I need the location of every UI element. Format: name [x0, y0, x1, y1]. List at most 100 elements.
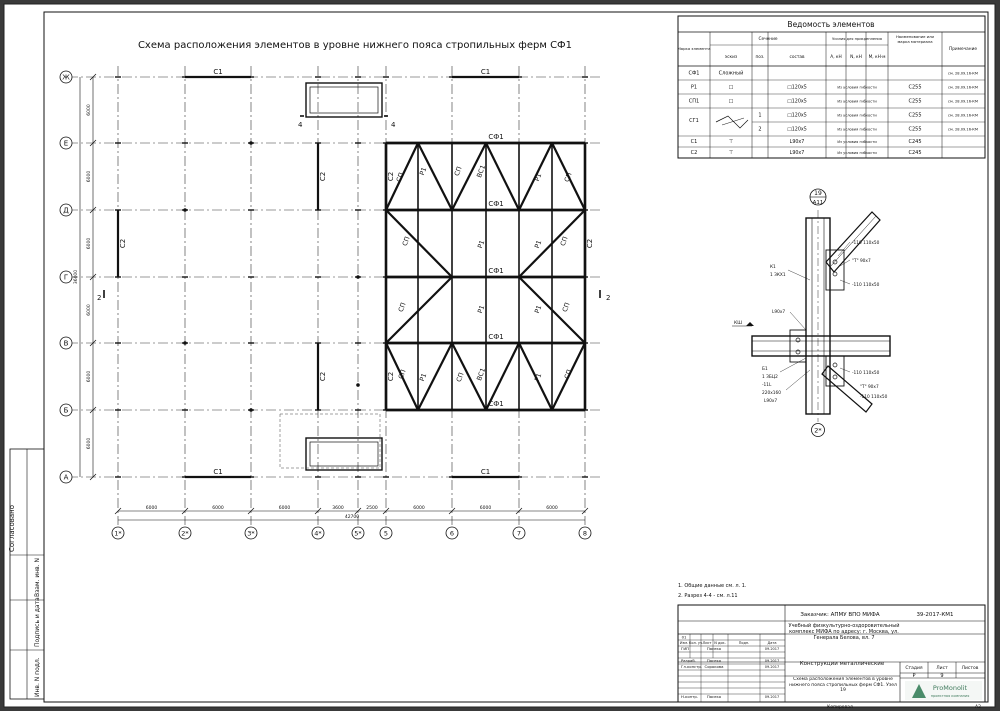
tb-sheet-title: Схема расположения элементов в уровне ни…: [789, 677, 897, 693]
node-annotation: 1 ЗКХ1: [770, 272, 786, 278]
callout-sheet: А11: [813, 200, 824, 206]
truss-sf1-label: СФ1: [488, 133, 503, 141]
td-forces: Из условия гибкости: [837, 114, 877, 118]
tb-sheets-label: Листов: [962, 665, 979, 671]
dim-tick: [89, 206, 97, 214]
node-level-mark: [746, 322, 754, 326]
td-comp: L90x7: [790, 139, 805, 145]
node-brace-upper: [825, 211, 881, 273]
node-gusset: [825, 249, 845, 291]
tb-rev-num: 01: [682, 635, 687, 640]
dim-tick: [89, 339, 97, 347]
td-sketch: □: [729, 99, 734, 105]
th-a: А, кН: [830, 54, 842, 60]
td-sketch: ⊤: [729, 139, 733, 145]
axis-bubble-col: [379, 526, 393, 540]
leader: [785, 369, 811, 391]
td-material: С255: [908, 127, 921, 133]
td-material: С255: [908, 113, 921, 119]
leader: [839, 279, 851, 285]
dim-tick: [354, 507, 362, 515]
axis-label-col: 1*: [114, 530, 122, 538]
truss-diagonal: [385, 276, 453, 344]
side-stamp: Согласовано Взам. инв. N Подпись и дата …: [8, 448, 45, 700]
leader: [789, 311, 807, 331]
truss-diagonal: [385, 342, 419, 411]
label-p1: Р1: [533, 304, 543, 314]
tb-role: Гл.констр.: [681, 664, 702, 669]
tb-date: 09.2017: [765, 647, 779, 651]
td-mark: Р1: [691, 85, 697, 91]
td-note: см. 28.09.16-КМ: [948, 128, 978, 132]
axis-label-col: 8: [583, 530, 587, 538]
tb-sheet: 9: [940, 673, 943, 679]
td-comp: □120х5: [787, 99, 807, 105]
tb-role: Н.контр.: [681, 694, 698, 699]
label-sp: СП: [401, 235, 412, 247]
leader: [787, 269, 811, 281]
cut-label: 2: [606, 294, 610, 302]
leader: [839, 259, 851, 267]
axis-label-col: 3*: [247, 530, 255, 538]
column-dot: [249, 408, 253, 412]
leader: [839, 367, 851, 373]
row-dimension: 6000: [86, 238, 92, 250]
tb-doc-number: 39-2017-КМ1: [916, 612, 953, 618]
axis-label-col: 2*: [181, 530, 189, 538]
node-bolt: [832, 374, 838, 380]
td-mark: СФ1: [689, 71, 700, 77]
axis-bubble-col: [111, 526, 125, 540]
th-note: Примечание: [949, 46, 977, 52]
td-sketch: ⊤: [729, 150, 733, 156]
axis-label-row: В: [64, 340, 69, 348]
td-comp: L90x7: [790, 150, 805, 156]
td-comp: □120х5: [787, 113, 807, 119]
label-sp: СП: [397, 301, 408, 313]
col-dimension: 6000: [480, 505, 492, 511]
cut-label: 4: [391, 121, 396, 129]
node-brace-lower: [821, 365, 873, 413]
brace-c1-label: С1: [481, 468, 490, 476]
truss-sf1-label: СФ1: [488, 267, 503, 275]
col-dimension-total: 42700: [345, 514, 359, 520]
column-dot: [356, 383, 360, 387]
col-dimension: 6000: [212, 505, 224, 511]
label-p1: Р1: [418, 166, 428, 176]
th-pos: поз.: [755, 55, 764, 60]
brace-c1-label: С1: [481, 68, 490, 76]
axis-bubble-row: [59, 70, 73, 84]
truss-diagonal: [417, 142, 453, 211]
node-annotation: -110 110x50: [852, 240, 880, 246]
node-annotation: -110 110x50: [852, 282, 880, 288]
truss-diagonal: [485, 142, 520, 211]
tb-copied: Копировал: [827, 704, 853, 710]
node-beam: [751, 335, 891, 357]
node-annotation: -11L: [762, 382, 772, 388]
company-logo: ProMonolit: [933, 684, 968, 692]
dim-tick: [247, 507, 255, 515]
column-dot: [249, 141, 253, 145]
label-sp: СП: [397, 368, 408, 380]
row-dimension: 6000: [86, 304, 92, 316]
dim-tick: [89, 473, 97, 481]
truss-diagonal: [485, 342, 520, 411]
th-section: Сечение: [758, 36, 777, 42]
node-annotation: -110 110x50: [852, 370, 880, 376]
tb-stage: Р: [912, 673, 915, 679]
td-material: С245: [908, 139, 921, 145]
label-sp: СП: [395, 171, 406, 183]
tb-name: Пасеко: [707, 658, 722, 663]
brace-c2-label: С2: [387, 372, 395, 381]
dim-tick: [382, 507, 390, 515]
td-pos: 1: [758, 113, 761, 119]
axis-bubble-row: [59, 270, 73, 284]
brace-c1-label: С1: [213, 468, 222, 476]
node-annotation: "Т" 90x7: [852, 258, 871, 264]
td-comp: □120х5: [787, 127, 807, 133]
col-dimension: 6000: [279, 505, 291, 511]
tb-name: Пасеко: [707, 694, 722, 699]
td-material: С245: [908, 150, 921, 156]
axis-bubble-row: [59, 136, 73, 150]
